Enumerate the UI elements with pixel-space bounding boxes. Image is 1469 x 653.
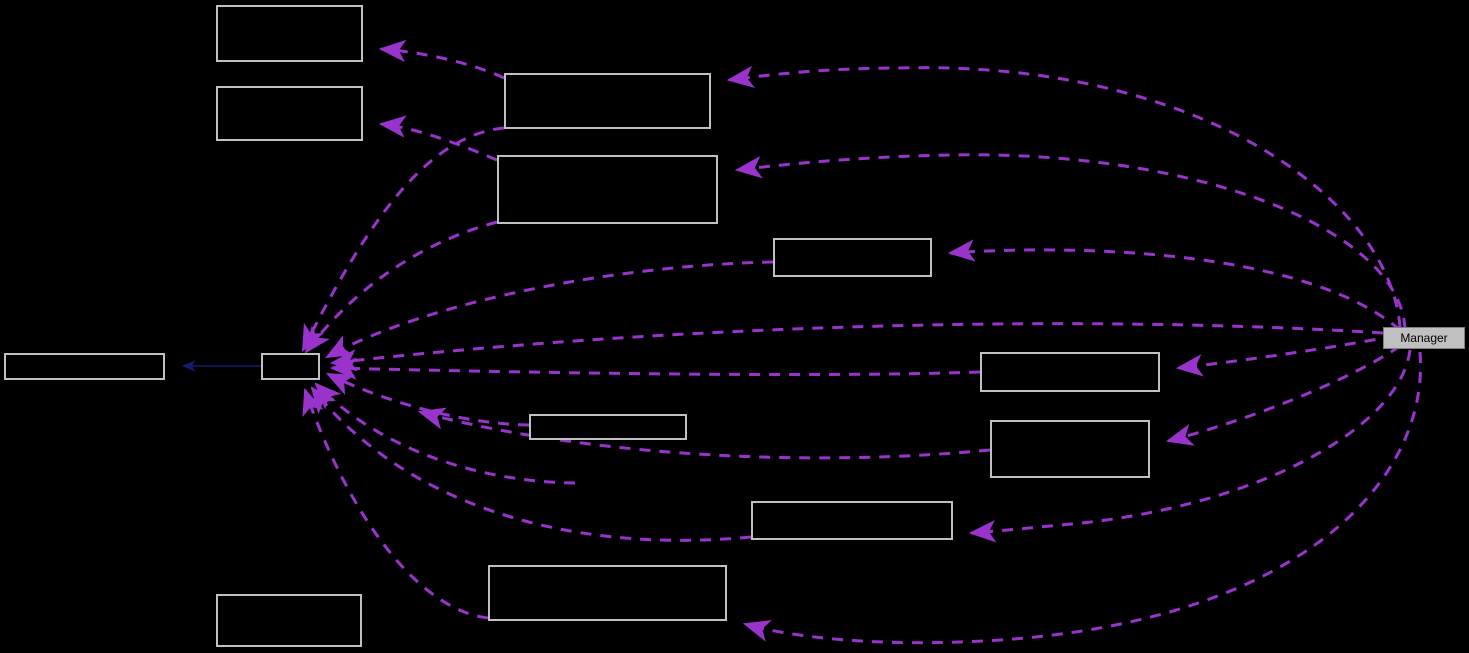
graph-edge [742,351,1423,645]
graph-edge [1175,334,1396,377]
graph-node-upper-mid-2[interactable] [497,155,718,224]
graph-node-right-mid-2[interactable] [990,420,1150,478]
graph-node-bottom-left[interactable] [216,594,362,647]
graph-node-mid-right-1[interactable] [773,238,932,277]
graph-node-bottom-center[interactable] [488,565,727,621]
graph-node-label: Manager [1400,331,1448,345]
graph-node-upper-mid-1[interactable] [504,73,711,129]
graph-edge [325,372,530,427]
graph-node-far-left[interactable] [4,353,165,380]
graph-edge [417,407,991,460]
graph-edge [310,386,752,542]
graph-edge [329,357,981,380]
graph-edge [304,220,498,354]
graph-edge [378,115,498,162]
graph-node-center-small[interactable] [529,414,687,440]
graph-node-top-left-2[interactable] [216,86,363,141]
graph-node-lower-mid[interactable] [751,501,953,540]
graph-edge [302,387,489,620]
graph-edge [726,65,1402,328]
graph-node-top-left-1[interactable] [216,5,363,62]
graph-node-manager[interactable]: Manager [1383,327,1465,349]
graph-node-right-mid-1[interactable] [980,352,1160,392]
graph-edge [947,239,1401,332]
graph-node-hub[interactable] [261,353,320,380]
graph-edge [301,126,505,353]
graph-edge [329,322,1384,372]
graph-edge [378,39,505,80]
graph-edge [325,260,774,359]
graph-edge [1165,344,1401,446]
